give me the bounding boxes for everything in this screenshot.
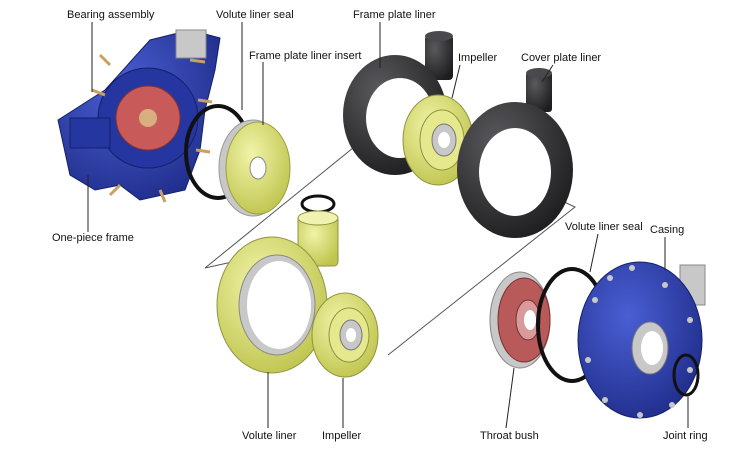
label-throat-bush: Throat bush	[480, 430, 539, 442]
volute-liner-seal-small	[300, 194, 336, 214]
label-bearing-assembly: Bearing assembly	[67, 9, 155, 21]
label-cover-plate-liner: Cover plate liner	[521, 52, 602, 64]
joint-ring	[672, 353, 700, 397]
label-volute-liner-seal-right: Volute liner seal	[565, 221, 643, 233]
label-impeller-top: Impeller	[458, 52, 498, 64]
label-impeller-bottom: Impeller	[322, 430, 362, 442]
label-one-piece-frame: One-piece frame	[52, 232, 134, 244]
label-volute-liner: Volute liner	[242, 430, 297, 442]
label-volute-liner-seal-top: Volute liner seal	[216, 9, 294, 21]
label-joint-ring: Joint ring	[663, 430, 708, 442]
impeller-top	[402, 94, 474, 186]
label-frame-plate-liner: Frame plate liner	[353, 9, 436, 21]
bearing-assembly-frame	[57, 29, 221, 203]
cover-plate-liner	[457, 68, 573, 238]
label-frame-plate-liner-insert: Frame plate liner insert	[249, 50, 362, 62]
frame-plate-liner-insert	[218, 119, 291, 217]
impeller-bottom	[311, 292, 379, 378]
volute-liner	[216, 210, 339, 374]
casing	[577, 261, 706, 419]
label-casing: Casing	[650, 224, 685, 236]
throat-bush	[489, 271, 551, 369]
leader-lines	[87, 22, 689, 429]
